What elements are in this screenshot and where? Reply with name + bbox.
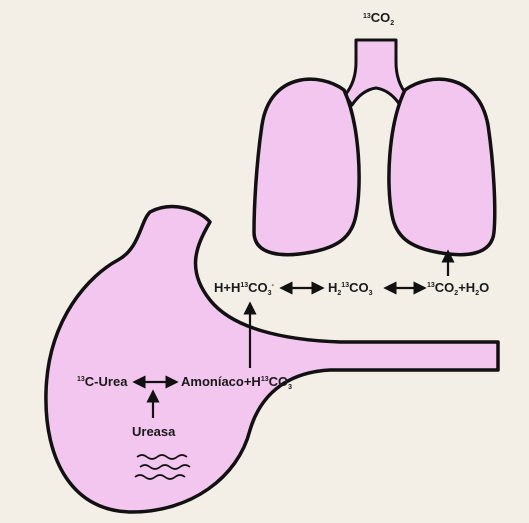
co2-h2o-label: 13CO2+H2O (427, 280, 489, 297)
ureasa-label: Ureasa (132, 424, 176, 439)
h2-13co3-label: H213CO3 (328, 280, 373, 297)
left-lung (254, 79, 359, 254)
right-lung (389, 79, 495, 254)
c13-urea-label: 13C-Urea (77, 374, 128, 389)
amoniaco-label: Amoníaco+H13CO3- (181, 374, 295, 391)
